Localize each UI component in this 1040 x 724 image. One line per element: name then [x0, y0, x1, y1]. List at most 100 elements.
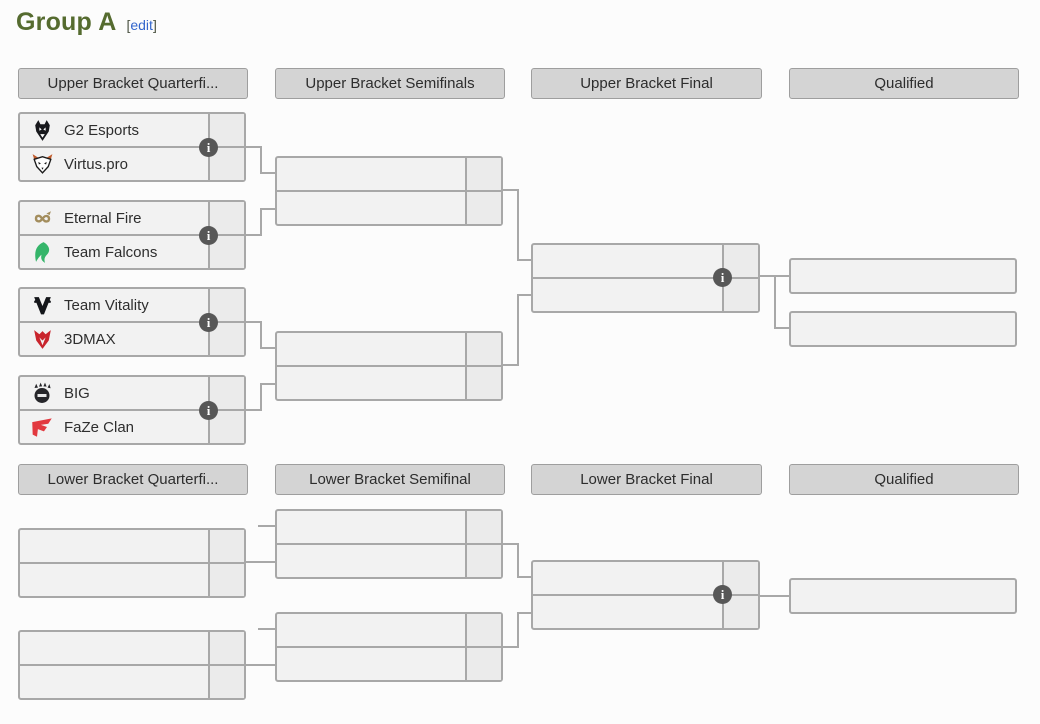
info-icon[interactable]: i — [199, 313, 218, 332]
team-name[interactable]: Team Vitality — [64, 296, 149, 314]
team-name[interactable]: Eternal Fire — [64, 209, 142, 227]
big-logo — [20, 381, 64, 405]
header-upper-semifinals: Upper Bracket Semifinals — [275, 68, 505, 99]
page-title: Group A — [16, 8, 117, 36]
connector-line — [760, 595, 789, 597]
score-cell — [465, 648, 501, 680]
connector-line — [258, 525, 275, 527]
edit-link[interactable]: edit — [130, 17, 153, 33]
team-row — [277, 365, 501, 399]
info-icon[interactable]: i — [713, 268, 732, 287]
info-icon[interactable]: i — [199, 401, 218, 420]
match-lbqf2 — [18, 630, 246, 700]
edit-bracket-open: [ — [126, 17, 131, 33]
team-cell — [277, 333, 465, 365]
team-row — [20, 562, 244, 596]
qualified-slot-3 — [789, 578, 1017, 614]
connector-line — [517, 259, 531, 261]
team-cell — [277, 158, 465, 190]
team-row[interactable]: Eternal Fire — [20, 202, 244, 234]
team-cell: G2 Esports — [20, 114, 208, 146]
team-row[interactable]: Virtus.pro — [20, 146, 244, 180]
score-cell — [208, 666, 244, 698]
match-ubsf2 — [275, 331, 503, 401]
connector-line — [246, 146, 262, 148]
header-lower-quarterfinals: Lower Bracket Quarterfi... — [18, 464, 248, 495]
connector-line — [246, 664, 275, 666]
connector-line — [503, 543, 519, 545]
team-cell — [277, 511, 465, 543]
score-cell — [465, 333, 501, 365]
header-upper-quarterfinals: Upper Bracket Quarterfi... — [18, 68, 248, 99]
team-name[interactable]: G2 Esports — [64, 121, 140, 139]
connector-line — [260, 383, 262, 411]
team-falcons-logo — [20, 240, 64, 265]
team-row — [20, 664, 244, 698]
connector-line — [246, 234, 262, 236]
header-lower-qualified: Qualified — [789, 464, 1019, 495]
team-row — [277, 543, 501, 577]
g2-esports-logo — [20, 118, 64, 143]
team-cell: Team Vitality — [20, 289, 208, 321]
virtus-pro-logo — [20, 152, 64, 177]
team-cell — [277, 367, 465, 399]
team-name[interactable]: 3DMAX — [64, 330, 116, 348]
score-cell — [465, 158, 501, 190]
header-upper-final: Upper Bracket Final — [531, 68, 762, 99]
connector-line — [517, 576, 531, 578]
team-row — [533, 277, 758, 311]
score-cell — [465, 192, 501, 224]
team-cell: 3DMAX — [20, 323, 208, 355]
connector-line — [774, 275, 776, 329]
connector-line — [260, 208, 275, 210]
team-name[interactable]: BIG — [64, 384, 90, 402]
team-cell: Eternal Fire — [20, 202, 208, 234]
connector-line — [246, 561, 275, 563]
team-vitality-logo — [20, 293, 64, 318]
connector-line — [517, 612, 531, 614]
team-row[interactable]: Team Vitality — [20, 289, 244, 321]
team-row — [277, 190, 501, 224]
match-lbsf2 — [275, 612, 503, 682]
team-name[interactable]: Virtus.pro — [64, 155, 128, 173]
team-cell — [20, 666, 208, 698]
connector-line — [503, 364, 519, 366]
team-cell: BIG — [20, 377, 208, 409]
team-row[interactable]: Team Falcons — [20, 234, 244, 268]
info-icon[interactable]: i — [713, 585, 732, 604]
team-row — [277, 158, 501, 190]
connector-line — [774, 327, 789, 329]
score-cell — [465, 511, 501, 543]
team-name[interactable]: FaZe Clan — [64, 418, 135, 436]
eternal-fire-logo — [20, 205, 64, 232]
connector-line — [517, 294, 531, 296]
faze-clan-logo — [20, 414, 64, 440]
team-cell — [20, 530, 208, 562]
connector-line — [260, 208, 262, 236]
connector-line — [258, 628, 275, 630]
connector-line — [503, 646, 519, 648]
team-row — [277, 511, 501, 543]
team-cell — [277, 648, 465, 680]
connector-line — [517, 189, 519, 261]
team-name[interactable]: Team Falcons — [64, 243, 158, 261]
team-cell — [20, 564, 208, 596]
team-row — [277, 614, 501, 646]
connector-line — [517, 294, 519, 366]
info-icon[interactable]: i — [199, 226, 218, 245]
connector-line — [517, 543, 519, 578]
team-cell — [277, 192, 465, 224]
match-ubfinal — [531, 243, 760, 313]
team-cell — [533, 562, 722, 594]
team-row — [277, 333, 501, 365]
team-cell: Team Falcons — [20, 236, 208, 268]
score-cell — [208, 632, 244, 664]
connector-line — [260, 172, 275, 174]
connector-line — [246, 321, 262, 323]
header-lower-semifinal: Lower Bracket Semifinal — [275, 464, 505, 495]
connector-line — [260, 146, 262, 174]
match-ubsf1 — [275, 156, 503, 226]
info-icon[interactable]: i — [199, 138, 218, 157]
score-cell — [208, 530, 244, 562]
connector-line — [260, 321, 262, 349]
